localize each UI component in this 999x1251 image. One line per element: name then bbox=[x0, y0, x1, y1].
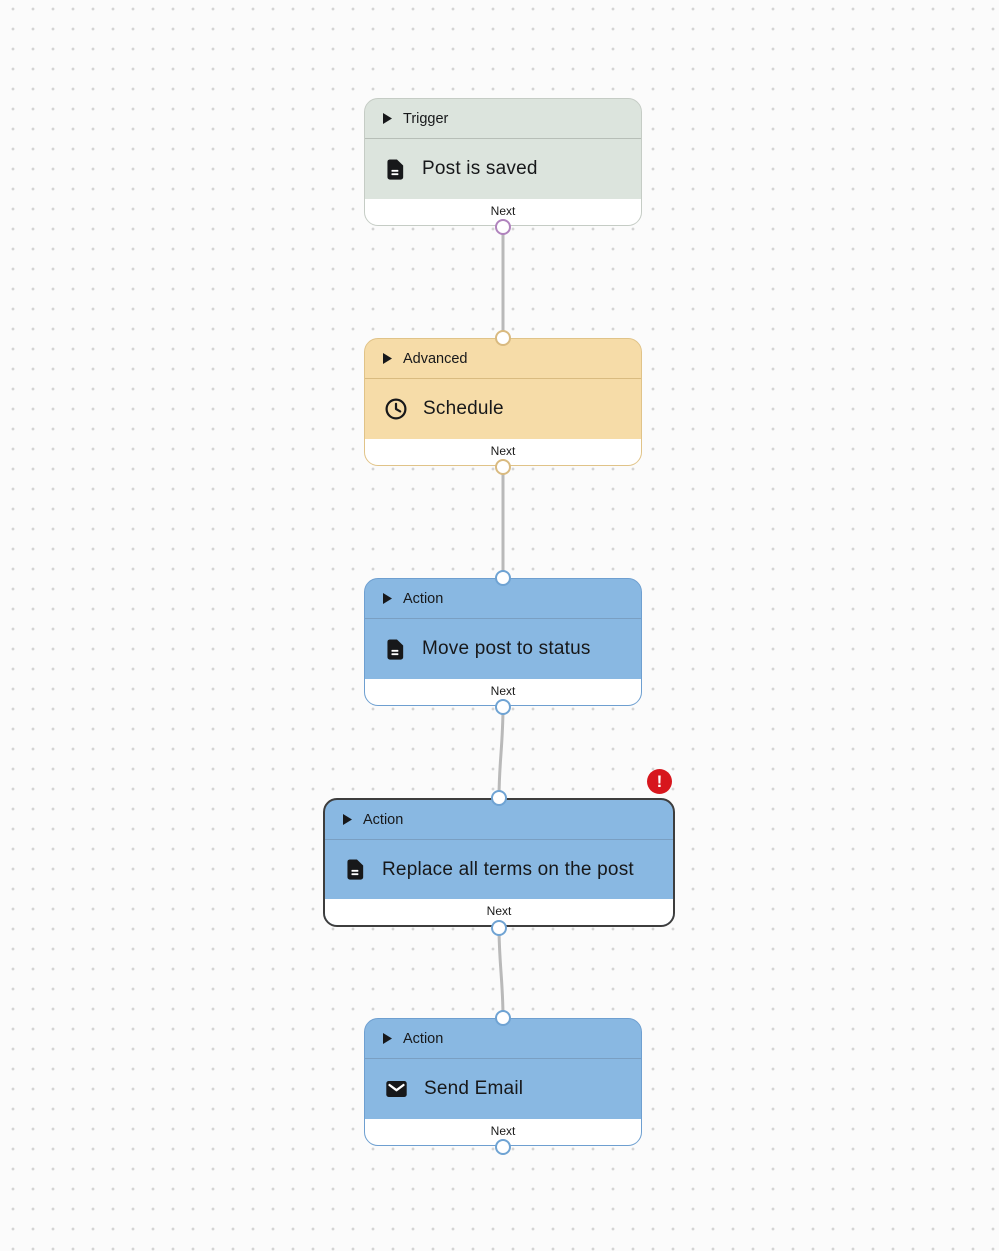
node-category-label: Action bbox=[403, 590, 444, 607]
input-port[interactable] bbox=[495, 329, 511, 346]
node-card[interactable]: Action Replace all terms on the post Nex… bbox=[323, 798, 675, 927]
clock-icon bbox=[384, 397, 408, 421]
node-header[interactable]: Trigger bbox=[365, 99, 641, 139]
collapse-triangle-icon[interactable] bbox=[383, 1033, 392, 1044]
node-title: Move post to status bbox=[422, 638, 591, 659]
node-category-label: Trigger bbox=[403, 110, 449, 127]
node-title: Replace all terms on the post bbox=[382, 858, 634, 880]
collapse-triangle-icon[interactable] bbox=[383, 113, 392, 124]
collapse-triangle-icon[interactable] bbox=[383, 353, 392, 364]
output-port[interactable] bbox=[495, 458, 511, 475]
node-action-replace-all-terms[interactable]: Action Replace all terms on the post Nex… bbox=[323, 769, 675, 936]
input-port[interactable] bbox=[495, 1009, 511, 1026]
node-header[interactable]: Action bbox=[325, 800, 673, 840]
email-icon bbox=[384, 1077, 409, 1101]
node-header[interactable]: Advanced bbox=[365, 339, 641, 379]
node-body: Replace all terms on the post bbox=[325, 840, 673, 899]
output-port[interactable] bbox=[491, 919, 507, 936]
node-card[interactable]: Action Send Email Next bbox=[364, 1018, 642, 1146]
node-card[interactable]: Action Move post to status Next bbox=[364, 578, 642, 706]
collapse-triangle-icon[interactable] bbox=[383, 593, 392, 604]
document-icon bbox=[384, 158, 407, 181]
connector-line bbox=[497, 925, 505, 1020]
node-body: Move post to status bbox=[365, 619, 641, 679]
node-title: Schedule bbox=[423, 398, 504, 419]
output-port[interactable] bbox=[495, 1138, 511, 1155]
node-card[interactable]: Advanced Schedule Next bbox=[364, 338, 642, 466]
output-port[interactable] bbox=[495, 218, 511, 235]
node-header[interactable]: Action bbox=[365, 579, 641, 619]
document-icon bbox=[344, 858, 367, 881]
node-category-label: Action bbox=[363, 811, 404, 828]
node-category-label: Advanced bbox=[403, 350, 468, 367]
error-badge[interactable]: ! bbox=[647, 769, 672, 794]
node-body: Schedule bbox=[365, 379, 641, 439]
output-port[interactable] bbox=[495, 698, 511, 715]
collapse-triangle-icon[interactable] bbox=[343, 814, 352, 825]
node-card[interactable]: Trigger Post is saved Next bbox=[364, 98, 642, 226]
node-advanced-schedule[interactable]: Advanced Schedule Next bbox=[364, 329, 642, 475]
node-action-send-email[interactable]: Action Send Email Next bbox=[364, 1009, 642, 1155]
node-title: Post is saved bbox=[422, 158, 538, 179]
node-category-label: Action bbox=[403, 1030, 444, 1047]
node-title: Send Email bbox=[424, 1078, 524, 1099]
connector-line bbox=[497, 704, 505, 800]
node-action-move-post-to-status[interactable]: Action Move post to status Next bbox=[364, 569, 642, 715]
node-header[interactable]: Action bbox=[365, 1019, 641, 1059]
node-body: Post is saved bbox=[365, 139, 641, 199]
error-exclamation-icon: ! bbox=[656, 772, 663, 791]
node-trigger-post-is-saved[interactable]: Trigger Post is saved Next bbox=[364, 98, 642, 235]
node-body: Send Email bbox=[365, 1059, 641, 1119]
input-port[interactable] bbox=[495, 569, 511, 586]
input-port[interactable] bbox=[491, 789, 507, 806]
document-icon bbox=[384, 638, 407, 661]
